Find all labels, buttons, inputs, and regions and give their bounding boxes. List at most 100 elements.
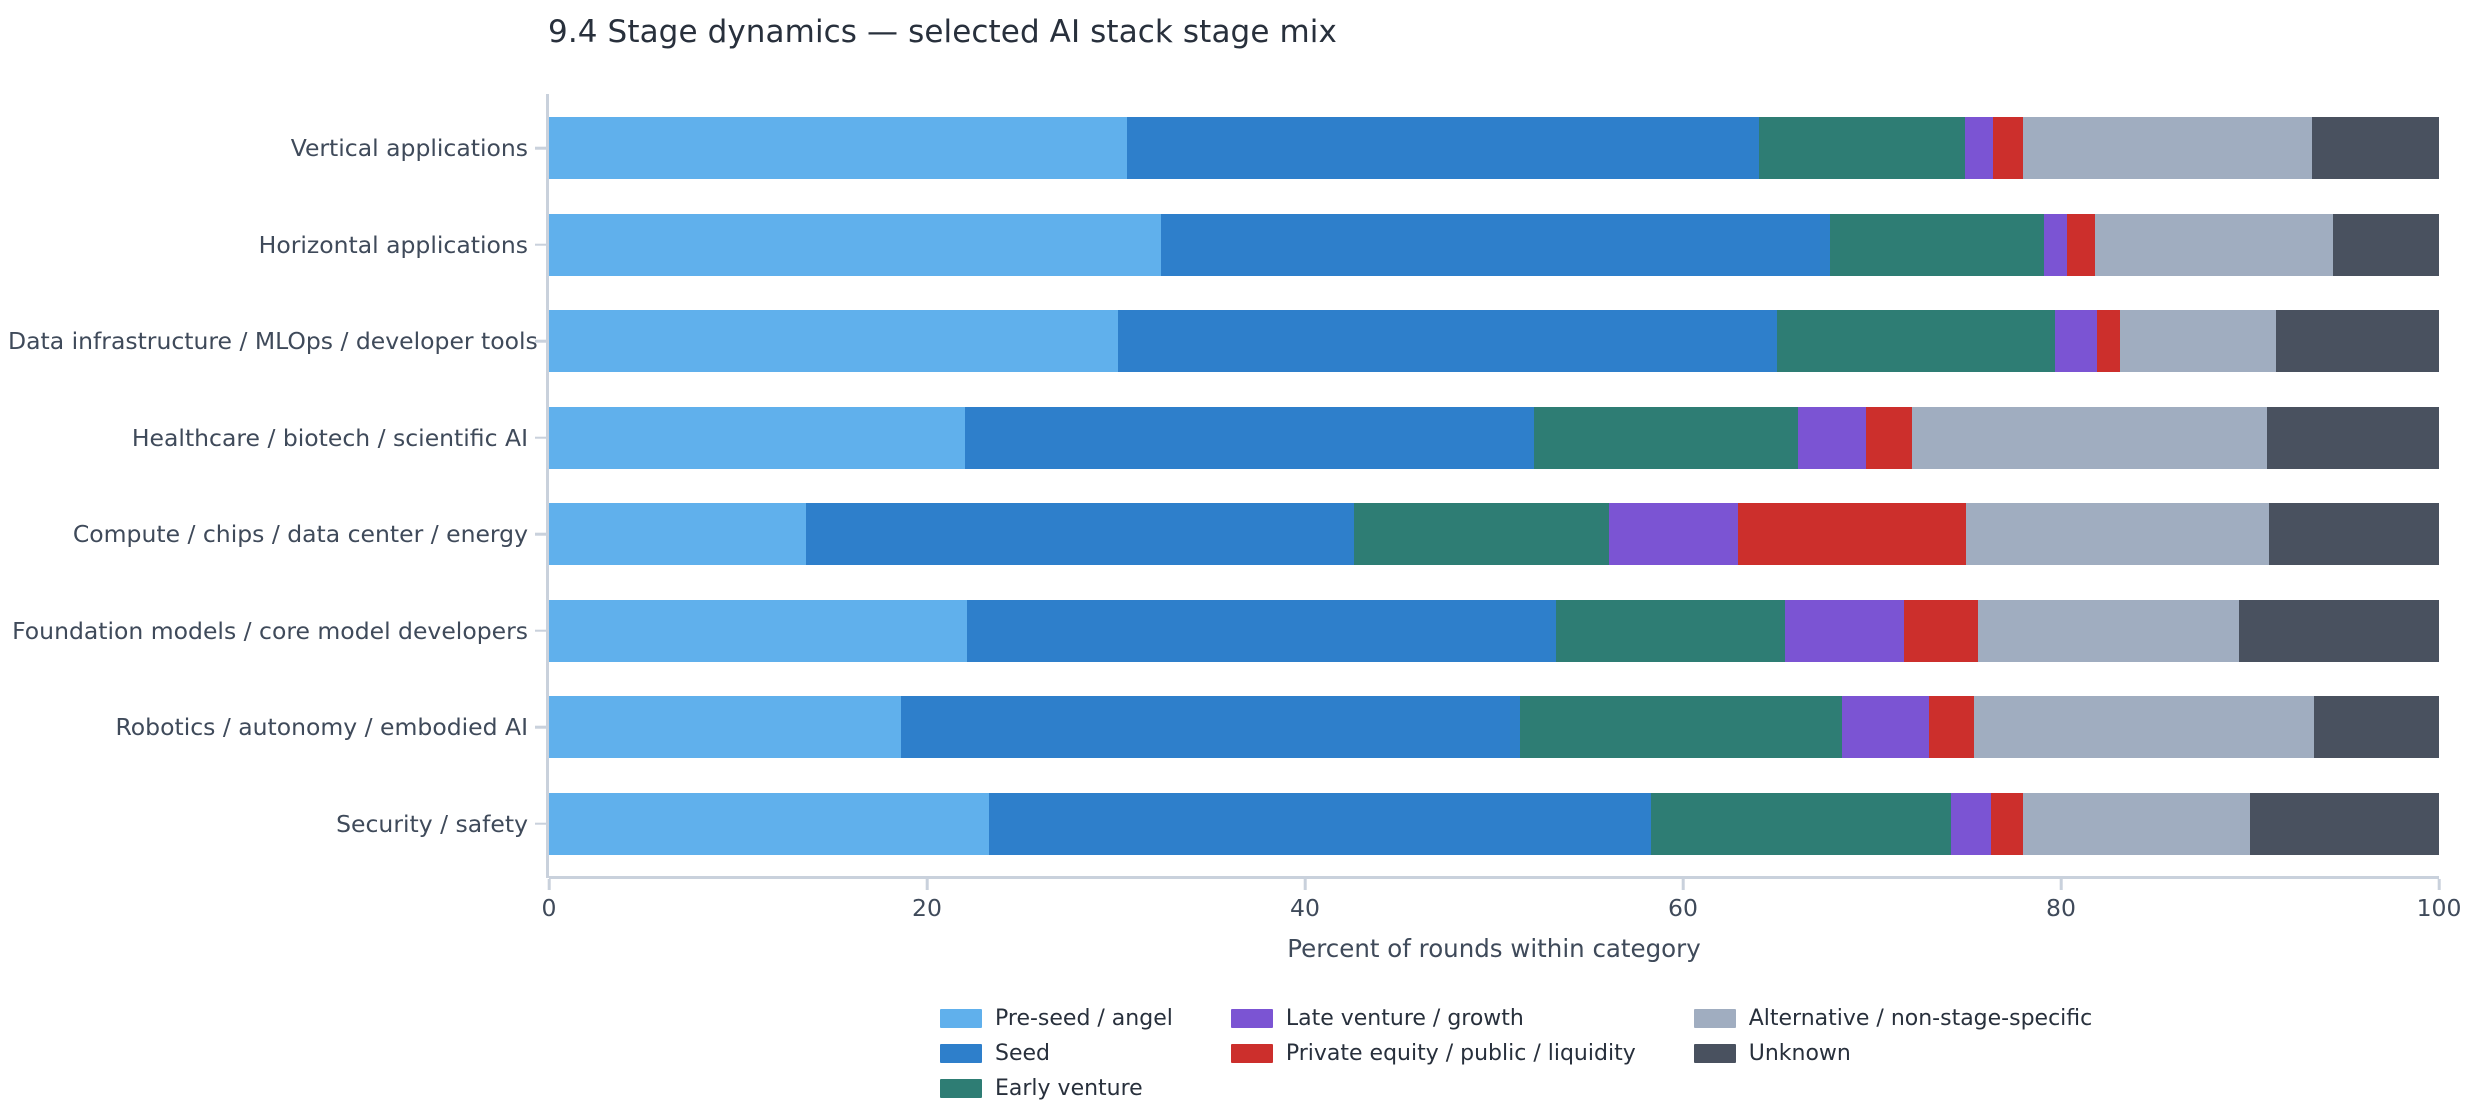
bar-segment <box>1161 213 1831 276</box>
bar-segment <box>1533 406 1799 469</box>
y-axis-tick-label: Data infrastructure / MLOps / developer … <box>8 327 538 356</box>
legend-label: Unknown <box>1748 1040 1851 1066</box>
legend-label: Pre-seed / angel <box>995 1005 1173 1031</box>
legend-item[interactable]: Pre-seed / angel <box>940 1005 1173 1031</box>
bar-segment <box>2023 792 2250 855</box>
bar-segment <box>2312 117 2439 180</box>
bar-segment <box>989 792 1651 855</box>
bar-segment <box>549 213 1162 276</box>
y-axis-tick-label: Robotics / autonomy / embodied AI <box>115 713 528 742</box>
bar-segment <box>2094 213 2334 276</box>
legend-item[interactable]: Private equity / public / liquidity <box>1230 1040 1636 1066</box>
bar-segment <box>1951 792 1992 855</box>
chart-title: 9.4 Stage dynamics — selected AI stack s… <box>548 14 1337 50</box>
bar-segment <box>1354 503 1610 566</box>
y-axis-spine <box>546 94 549 878</box>
legend-item[interactable]: Unknown <box>1693 1040 2093 1066</box>
bar-segment <box>2043 213 2067 276</box>
bar-segment <box>806 503 1355 566</box>
bar-segment <box>2268 503 2439 566</box>
bar-segment <box>549 117 1128 180</box>
bar-segment <box>2096 310 2120 373</box>
bar-segment <box>1841 696 1929 759</box>
x-axis-tick-mark <box>1681 879 1685 890</box>
bar-segment <box>1127 117 1759 180</box>
legend-item[interactable]: Seed <box>940 1040 1173 1066</box>
bar-segment <box>1650 792 1952 855</box>
bar-segment <box>2055 310 2097 373</box>
y-axis-tick-label: Security / safety <box>336 809 528 838</box>
bar-segment <box>1117 310 1778 373</box>
x-axis-tick-label: 60 <box>1668 894 1698 922</box>
y-axis-tick-label: Horizontal applications <box>258 230 528 259</box>
x-axis-spine <box>549 876 2439 879</box>
bar-segment <box>1785 599 1905 662</box>
legend-label: Seed <box>995 1040 1050 1066</box>
legend-item[interactable]: Early venture <box>940 1075 1173 1101</box>
bar-row <box>549 792 2439 855</box>
y-axis-tick-mark <box>535 436 546 440</box>
bar-segment <box>549 599 967 662</box>
bar-segment <box>1966 503 2269 566</box>
bar-segment <box>2119 310 2277 373</box>
bar-segment <box>1991 792 2024 855</box>
x-axis-tick-mark <box>2059 879 2063 890</box>
y-axis-tick-label: Vertical applications <box>290 134 528 163</box>
bar-segment <box>549 696 901 759</box>
bar-row <box>549 213 2439 276</box>
x-axis-tick-mark <box>925 879 929 890</box>
bar-segment <box>964 406 1534 469</box>
y-axis-tick-mark <box>535 243 546 247</box>
bar-segment <box>1777 310 2056 373</box>
y-axis-tick-mark <box>535 532 546 536</box>
bar-row <box>549 406 2439 469</box>
legend-label: Late venture / growth <box>1285 1005 1524 1031</box>
bar-segment <box>1974 696 2315 759</box>
bar-segment <box>1866 406 1912 469</box>
y-axis-tick-mark <box>535 822 546 826</box>
bar-segment <box>2249 792 2439 855</box>
bar-segment <box>1737 503 1967 566</box>
bar-row <box>549 310 2439 373</box>
bar-row <box>549 117 2439 180</box>
legend-item[interactable]: Alternative / non-stage-specific <box>1693 1005 2092 1031</box>
bar-segment <box>549 310 1118 373</box>
x-axis-tick-mark <box>2437 879 2441 890</box>
bar-segment <box>1520 696 1842 759</box>
bar-segment <box>2314 696 2439 759</box>
y-axis-tick-mark <box>535 146 546 150</box>
y-axis-tick-mark <box>535 725 546 729</box>
x-axis-title: Percent of rounds within category <box>1287 934 1701 963</box>
y-axis-tick-label: Healthcare / biotech / scientific AI <box>131 423 528 452</box>
bar-row <box>549 599 2439 662</box>
legend-color-swatch <box>1693 1008 1736 1028</box>
legend-item[interactable]: Late venture / growth <box>1230 1005 1636 1031</box>
bar-segment <box>2066 213 2095 276</box>
legend-label: Early venture <box>995 1075 1143 1101</box>
x-axis-tick-label: 80 <box>2046 894 2076 922</box>
legend-color-swatch <box>1230 1043 1273 1063</box>
x-axis-tick-label: 0 <box>541 894 557 922</box>
bar-segment <box>549 503 807 566</box>
legend-color-swatch <box>1230 1008 1273 1028</box>
y-axis-tick-label: Compute / chips / data center / energy <box>72 520 528 549</box>
bar-segment <box>1928 696 1975 759</box>
bar-segment <box>2238 599 2439 662</box>
bar-segment <box>1758 117 1965 180</box>
bar-row <box>549 503 2439 566</box>
bar-segment <box>1911 406 2267 469</box>
legend-color-swatch <box>940 1078 982 1098</box>
bar-segment <box>1609 503 1738 566</box>
bar-segment <box>2276 310 2439 373</box>
plot-area <box>549 100 2439 872</box>
bar-segment <box>966 599 1557 662</box>
legend-color-swatch <box>940 1008 982 1028</box>
x-axis-tick-mark <box>1303 879 1307 890</box>
x-axis-tick-label: 100 <box>2416 894 2462 922</box>
legend-color-swatch <box>1693 1043 1736 1063</box>
